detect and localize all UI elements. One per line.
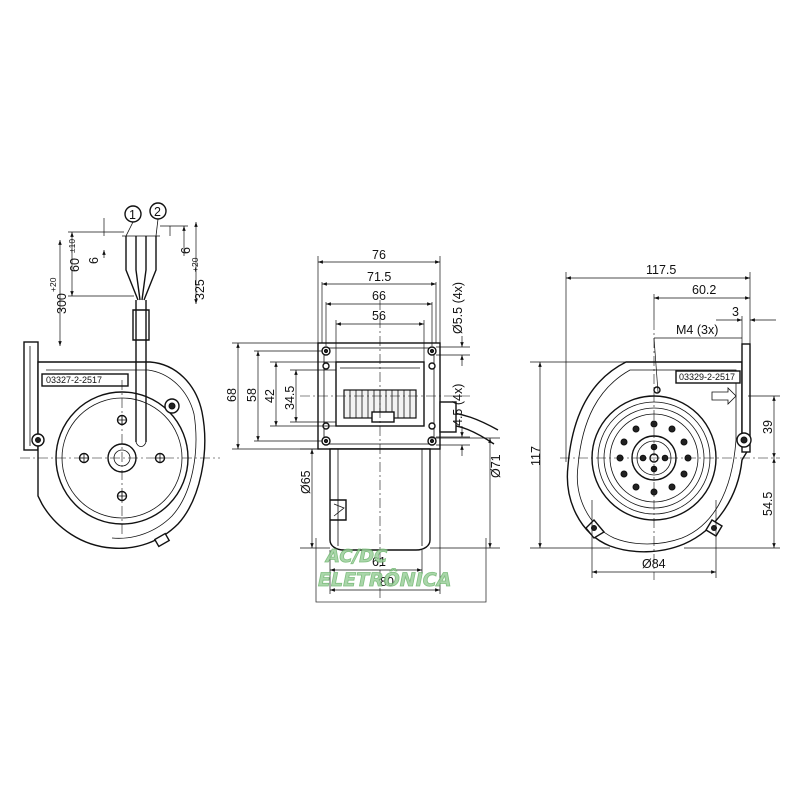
right-mounting-flange bbox=[741, 343, 751, 453]
dim-height-39: 39 bbox=[761, 420, 775, 434]
right-part-label-box bbox=[675, 370, 741, 384]
dim-lead-300: 300 bbox=[55, 293, 69, 314]
dim-width-61: 61 bbox=[372, 555, 386, 569]
dim-height-68: 68 bbox=[225, 388, 239, 402]
airflow-arrow-icon bbox=[711, 387, 737, 405]
dim-diameter-71: Ø71 bbox=[489, 454, 503, 478]
dim-height-117: 117 bbox=[529, 446, 543, 466]
middle-view: 76 71.5 66 56 Ø5.5 (4x) 4.5 (4x) 68 58 bbox=[225, 248, 503, 600]
dim-width-60-2: 60.2 bbox=[692, 283, 716, 297]
left-view: 03327-2-2517 1 2 60 ±10 6 300 +20 6 325 … bbox=[20, 202, 220, 549]
middle-mounting-holes bbox=[321, 346, 437, 446]
dim-width-71-5: 71.5 bbox=[367, 270, 391, 284]
svg-text:+20: +20 bbox=[190, 257, 200, 272]
watermark-logo: AC/DC ELETRÔNICA bbox=[315, 538, 487, 603]
dim-width-117-5: 117.5 bbox=[646, 263, 676, 277]
right-part-code: 03329-2-2517 bbox=[679, 372, 735, 382]
dim-width-80: 80 bbox=[380, 575, 394, 589]
left-part-label-box bbox=[41, 373, 129, 387]
svg-text:ELETRÔNICA: ELETRÔNICA bbox=[318, 567, 451, 591]
svg-text:AC/DC: AC/DC bbox=[324, 546, 388, 567]
svg-text:1: 1 bbox=[129, 208, 136, 222]
dim-hole-5-5: Ø5.5 (4x) bbox=[451, 282, 465, 334]
dim-width-76: 76 bbox=[372, 248, 386, 262]
dim-strip-6-left: 6 bbox=[87, 257, 101, 264]
left-cable bbox=[135, 300, 147, 442]
dim-lead-325: 325 bbox=[193, 279, 207, 300]
dim-height-58: 58 bbox=[245, 388, 259, 402]
dim-hole-4-5: 4.5 (4x) bbox=[451, 384, 465, 426]
dim-width-56: 56 bbox=[372, 309, 386, 323]
left-part-code: 03327-2-2517 bbox=[46, 375, 102, 385]
dim-diameter-65: Ø65 bbox=[299, 470, 313, 494]
dim-3: 3 bbox=[732, 305, 739, 319]
dim-width-66: 66 bbox=[372, 289, 386, 303]
dim-height-42: 42 bbox=[263, 389, 277, 403]
dim-diameter-84: Ø84 bbox=[642, 557, 666, 571]
svg-text:2: 2 bbox=[154, 205, 161, 219]
dim-thread-m4: M4 (3x) bbox=[676, 323, 718, 337]
dim-strip-6-right: 6 bbox=[179, 247, 193, 254]
dim-height-34-5: 34.5 bbox=[283, 386, 297, 410]
svg-text:±10: ±10 bbox=[67, 239, 77, 253]
right-view: 03329-2-2517 117.5 60.2 3 M4 (3x) 117 39… bbox=[529, 263, 780, 580]
dim-lead-60: 60 bbox=[68, 258, 82, 272]
svg-text:+20: +20 bbox=[48, 277, 58, 292]
dim-height-54-5: 54.5 bbox=[761, 492, 775, 516]
